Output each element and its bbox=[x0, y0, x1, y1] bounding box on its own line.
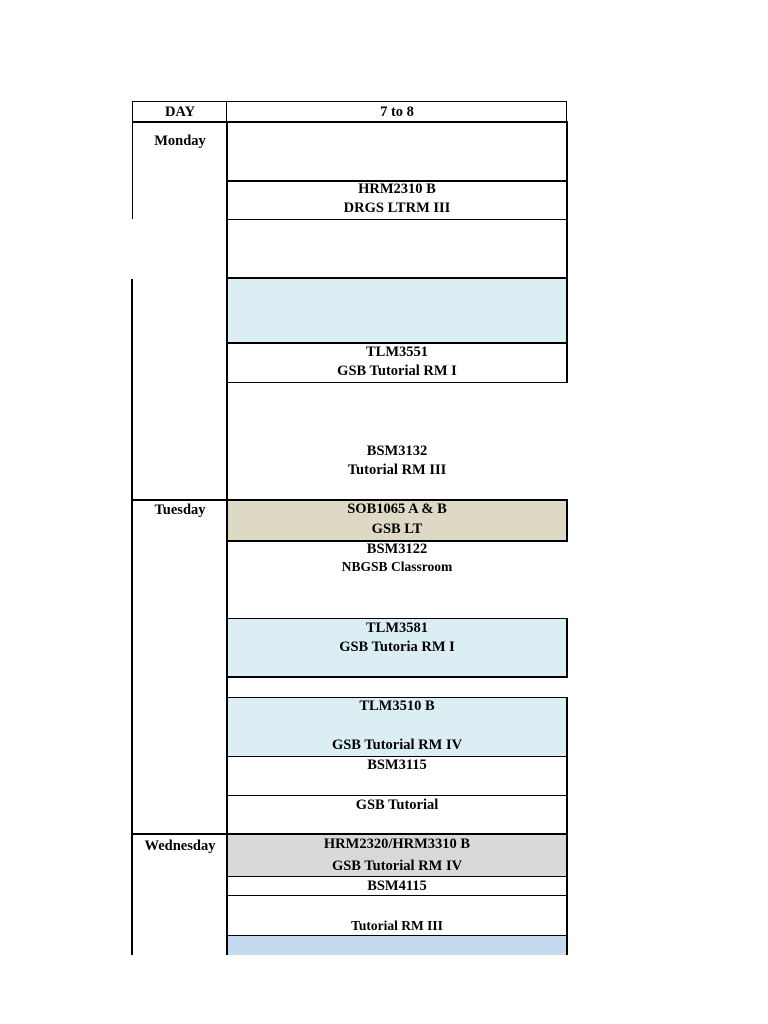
course-code: BSM3115 bbox=[367, 757, 427, 773]
course-room: NBGSB Classroom bbox=[341, 559, 453, 574]
header-left-border bbox=[132, 101, 133, 122]
course-code: HRM2310 B bbox=[358, 181, 436, 197]
row-border bbox=[227, 540, 568, 542]
row-border bbox=[227, 342, 568, 344]
slot-right-border-4 bbox=[566, 697, 568, 955]
row-border bbox=[227, 676, 568, 678]
header-top-border bbox=[132, 101, 567, 102]
row-border bbox=[227, 219, 568, 220]
row-border bbox=[227, 618, 568, 619]
course-code: BSM4115 bbox=[367, 878, 427, 894]
course-code: SOB1065 A & B bbox=[347, 501, 447, 517]
day-slot-separator-thick bbox=[226, 121, 228, 955]
cell-fill-tlm3581 bbox=[228, 619, 567, 677]
course-code: BSM3122 bbox=[366, 541, 428, 557]
day-column-left-border bbox=[132, 121, 133, 219]
header-right-border bbox=[566, 101, 567, 122]
day-slot-separator bbox=[226, 101, 227, 122]
row-border bbox=[227, 795, 568, 796]
header-bottom-border bbox=[132, 121, 568, 123]
course-room: GSB Tutorial RM IV bbox=[331, 858, 463, 874]
course-code: TLM3551 bbox=[365, 344, 429, 360]
row-border bbox=[227, 756, 568, 757]
course-code: TLM3510 B bbox=[359, 698, 435, 714]
course-room: Tutorial RM III bbox=[351, 918, 443, 933]
cell-fill-wednesday-blue bbox=[228, 936, 567, 955]
row-border bbox=[227, 382, 568, 383]
cell-fill-monday-blue bbox=[228, 279, 567, 343]
cell-fill-hrm2320 bbox=[228, 835, 567, 876]
course-room: Tutorial RM III bbox=[347, 462, 447, 478]
slot-right-border-1 bbox=[566, 121, 568, 383]
course-room: GSB LT bbox=[371, 521, 423, 537]
course-code: TLM3581 bbox=[365, 620, 429, 636]
day-boundary-wednesday bbox=[132, 833, 568, 835]
row-border bbox=[227, 277, 568, 279]
course-room: DRGS LTRM III bbox=[343, 200, 451, 216]
day-boundary-tuesday bbox=[132, 499, 568, 501]
cell-fill-sob1065 bbox=[228, 501, 567, 541]
header-time-slot: 7 to 8 bbox=[380, 104, 414, 120]
day-wednesday: Wednesday bbox=[144, 838, 216, 854]
course-room: GSB Tutoria RM I bbox=[339, 639, 455, 655]
course-room: GSB Tutorial RM I bbox=[337, 363, 457, 379]
header-day: DAY bbox=[164, 104, 196, 120]
row-border bbox=[227, 697, 568, 698]
course-code: BSM3132 bbox=[366, 443, 428, 459]
slot-right-border-3 bbox=[566, 618, 568, 678]
slot-right-border-2 bbox=[566, 500, 568, 542]
course-room: GSB Tutorial bbox=[355, 797, 439, 813]
day-column-left-border-lower bbox=[131, 279, 133, 955]
cell-fill-tlm3510 bbox=[228, 698, 567, 756]
row-border bbox=[227, 876, 568, 877]
day-tuesday: Tuesday bbox=[154, 502, 206, 518]
course-code: HRM2320/HRM3310 B bbox=[323, 836, 471, 852]
row-border bbox=[227, 895, 568, 896]
course-room: GSB Tutorial RM IV bbox=[331, 737, 463, 753]
row-border bbox=[227, 935, 568, 936]
row-border bbox=[227, 180, 568, 182]
day-monday: Monday bbox=[154, 133, 206, 149]
